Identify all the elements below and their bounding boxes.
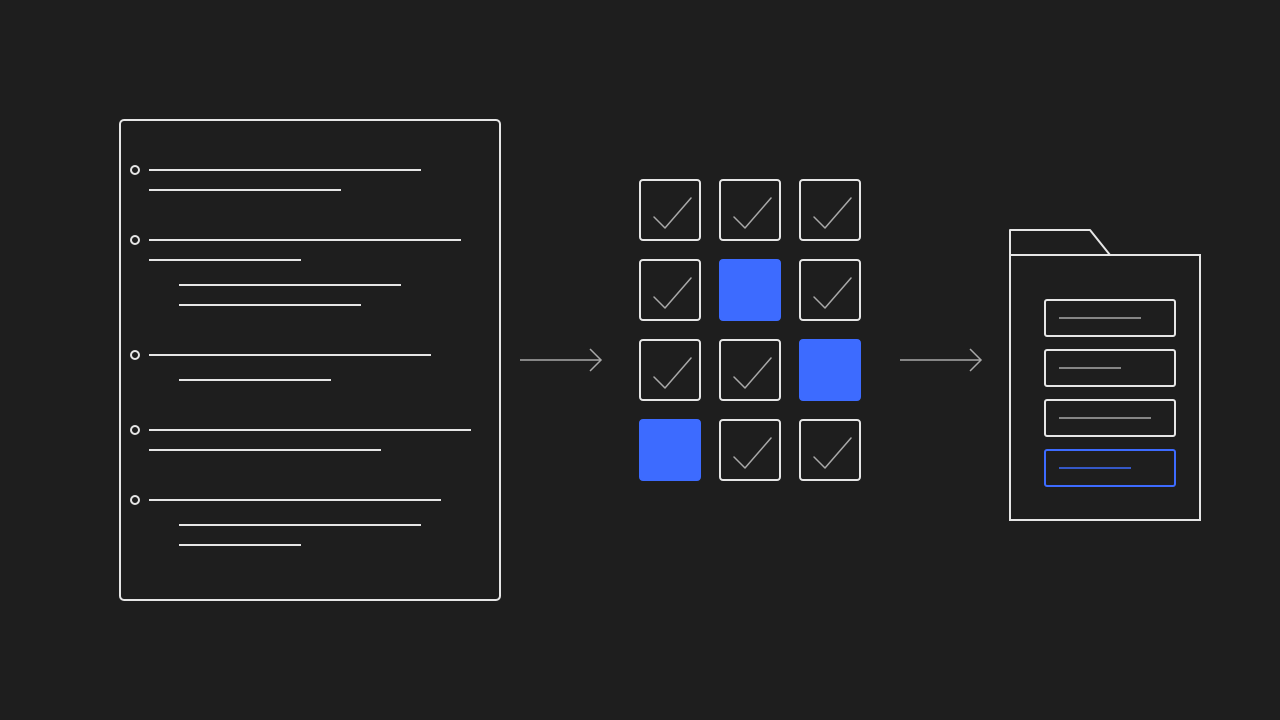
document-item-5	[130, 495, 441, 546]
checkbox-frame	[799, 179, 861, 241]
arrow-right-icon	[520, 348, 603, 372]
document-item-3	[130, 350, 431, 381]
grid-cell-checked	[639, 179, 701, 241]
checkmark-icon	[813, 437, 852, 469]
folder-icon	[1009, 229, 1201, 521]
folder-body	[1009, 254, 1201, 521]
grid-cell-checked	[719, 339, 781, 401]
folder-entry	[1044, 399, 1176, 437]
arrow-right-icon	[900, 348, 983, 372]
folder-entry	[1044, 349, 1176, 387]
grid-cell-filled	[799, 339, 861, 401]
checkbox-frame	[799, 419, 861, 481]
filled-square	[799, 339, 861, 401]
grid-cell-checked	[799, 179, 861, 241]
grid-cell-filled	[639, 419, 701, 481]
circle-bullet-icon	[130, 165, 140, 175]
checkmark-icon	[733, 197, 772, 229]
entry-frame	[1044, 449, 1176, 487]
circle-bullet-icon	[130, 350, 140, 360]
grid-cell-checked	[719, 419, 781, 481]
checkmark-icon	[653, 197, 692, 229]
circle-bullet-icon	[130, 425, 140, 435]
folder-entry-highlighted	[1044, 449, 1176, 487]
grid-cell-filled	[719, 259, 781, 321]
checkmark-icon	[813, 277, 852, 309]
checklist-grid	[639, 179, 861, 481]
document-frame	[119, 119, 501, 601]
checkbox-frame	[799, 259, 861, 321]
entry-frame	[1044, 349, 1176, 387]
checkmark-icon	[653, 357, 692, 389]
checkmark-icon	[813, 197, 852, 229]
checkmark-icon	[733, 357, 772, 389]
checkmark-icon	[733, 437, 772, 469]
grid-cell-checked	[799, 419, 861, 481]
checkbox-frame	[719, 339, 781, 401]
grid-cell-checked	[639, 259, 701, 321]
document-item-2	[130, 235, 461, 306]
checkbox-frame	[719, 179, 781, 241]
grid-cell-checked	[719, 179, 781, 241]
entry-frame	[1044, 399, 1176, 437]
checkbox-frame	[639, 179, 701, 241]
folder-tab	[1009, 229, 1111, 256]
checkbox-frame	[639, 259, 701, 321]
checkmark-icon	[653, 277, 692, 309]
document-item-1	[130, 165, 421, 191]
grid-cell-checked	[799, 259, 861, 321]
entry-frame	[1044, 299, 1176, 337]
document-item-4	[130, 425, 471, 451]
checkbox-frame	[719, 419, 781, 481]
circle-bullet-icon	[130, 495, 140, 505]
checkbox-frame	[639, 339, 701, 401]
filled-square	[639, 419, 701, 481]
filled-square	[719, 259, 781, 321]
folder-entry	[1044, 299, 1176, 337]
grid-cell-checked	[639, 339, 701, 401]
folder-entries	[1044, 299, 1176, 487]
document-outline-icon	[119, 119, 501, 601]
circle-bullet-icon	[130, 235, 140, 245]
